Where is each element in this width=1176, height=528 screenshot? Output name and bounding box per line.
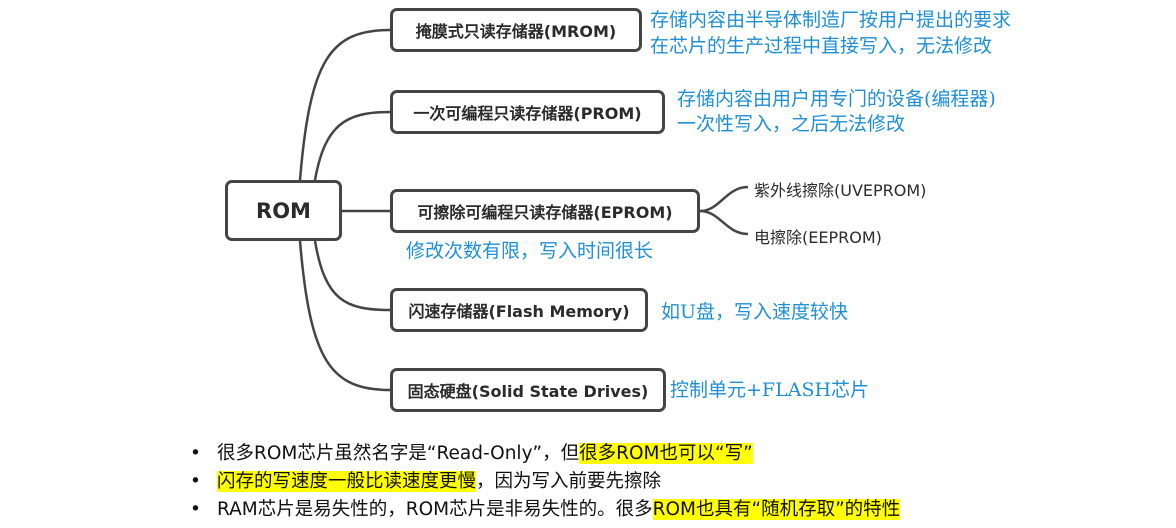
branch-node-eprom: 可擦除可编程只读存储器(EPROM) [390,189,700,233]
branch-node-flash: 闪速存储器(Flash Memory) [390,288,648,332]
bullet-dot: • [190,499,201,520]
bullet-list: • 很多ROM芯片虽然名字是“Read-Only”，但很多ROM也可以“写” •… [190,440,901,524]
bullet-dot: • [190,443,201,464]
root-node-rom: ROM [225,180,342,241]
bullet-item: • 很多ROM芯片虽然名字是“Read-Only”，但很多ROM也可以“写” [190,440,900,468]
connector-prom [313,110,391,181]
connector-uveprom [699,185,749,213]
bullet-text: RAM芯片是易失性的，ROM芯片是非易失性的。很多 [217,499,653,520]
bullet-highlight: ROM也具有“随机存取”的特性 [652,499,901,520]
bullet-text-after: ，因为写入前要先擦除 [476,471,662,492]
branch-node-mrom: 掩膜式只读存储器(MROM) [390,8,642,52]
bullet-highlight: 闪存的写速度一般比读速度更慢 [217,471,477,492]
branch-node-prom: 一次可编程只读存储器(PROM) [390,90,665,134]
connector-flash [313,240,391,312]
bullet-highlight: 很多ROM也可以“写” [579,443,753,464]
branch-node-ssd: 固态硬盘(Solid State Drives) [390,368,666,412]
connector-mrom [298,28,391,181]
bullet-item: • RAM芯片是易失性的，ROM芯片是非易失性的。很多ROM也具有“随机存取”的… [190,496,901,524]
connector-eeprom [699,209,749,236]
note-eprom: 修改次数有限，写入时间很长 [406,240,654,262]
note-ssd: 控制单元+FLASH芯片 [670,379,870,401]
note-prom-line2: 一次性写入，之后无法修改 [677,113,906,135]
note-mrom-line1: 存储内容由半导体制造厂按用户提出的要求 [650,9,1012,31]
leaf-uveprom: 紫外线擦除(UVEPROM) [754,181,927,200]
bullet-item: • 闪存的写速度一般比读速度更慢，因为写入前要先擦除 [190,468,900,496]
note-prom-line1: 存储内容由用户用专门的设备(编程器) [677,88,996,110]
bullet-text: 很多ROM芯片虽然名字是“Read-Only”，但 [217,443,580,464]
connector-ssd [298,240,391,392]
note-flash: 如U盘，写入速度较快 [661,301,849,323]
bullet-dot: • [190,471,201,492]
leaf-eeprom: 电擦除(EEPROM) [754,228,882,247]
note-mrom-line2: 在芯片的生产过程中直接写入，无法修改 [650,35,993,57]
